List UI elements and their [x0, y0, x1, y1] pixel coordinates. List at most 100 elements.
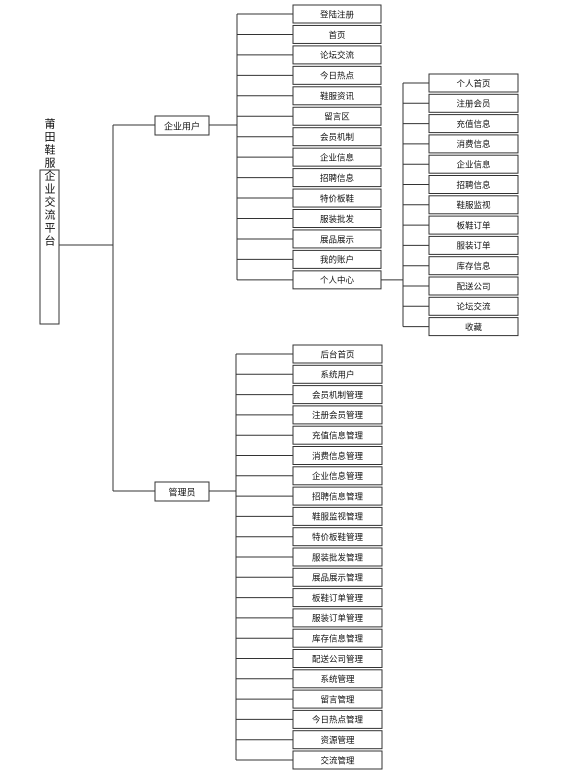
admin-item-label: 服装订单管理 — [312, 613, 364, 624]
admin-item-label: 企业信息管理 — [312, 471, 364, 482]
personal-center-item-node: 消费信息 — [428, 134, 519, 154]
enterprise-item-label: 登陆注册 — [320, 9, 355, 20]
root-label: 莆田鞋服企业交流平台 — [43, 118, 56, 248]
enterprise-item-box — [292, 270, 382, 290]
admin-item-node: 系统用户 — [292, 364, 383, 384]
personal-center-item-label: 充值信息 — [456, 119, 491, 130]
personal-center-item-box — [428, 256, 519, 276]
enterprise-item-node: 特价板鞋 — [292, 188, 382, 208]
enterprise-user-label: 企业用户 — [164, 121, 200, 133]
admin-item-box — [292, 689, 383, 709]
enterprise-item-node: 企业信息 — [292, 147, 382, 167]
enterprise-item-node: 留言区 — [292, 106, 382, 126]
admin-item-node: 注册会员管理 — [292, 405, 383, 425]
admin-item-box — [292, 669, 383, 689]
personal-center-item-label: 招聘信息 — [456, 180, 491, 191]
personal-center-item-label: 服装订单 — [456, 241, 491, 252]
admin-item-node: 系统管理 — [292, 669, 383, 689]
personal-center-item-label: 鞋服监视 — [456, 200, 491, 211]
admin-item-box — [292, 364, 383, 384]
personal-center-item-box — [428, 215, 519, 235]
personal-center-item-label: 配送公司 — [456, 281, 490, 292]
personal-center-item-box — [428, 114, 519, 134]
admin-item-box — [292, 628, 383, 648]
admin-item-box — [292, 527, 383, 547]
admin-item-box — [292, 425, 383, 445]
admin-item-node: 会员机制管理 — [292, 385, 383, 405]
personal-center-item-box — [428, 235, 519, 255]
enterprise-item-box — [292, 249, 382, 269]
admin-item-box — [292, 344, 383, 364]
admin-item-node: 库存信息管理 — [292, 628, 383, 648]
personal-center-item-label: 企业信息 — [456, 160, 491, 171]
admin-item-box — [292, 567, 383, 587]
enterprise-item-label: 企业信息 — [320, 152, 355, 163]
admin-item-label: 招聘信息管理 — [312, 491, 364, 502]
personal-center-item-box — [428, 73, 519, 93]
enterprise-item-label: 留言区 — [324, 112, 350, 123]
enterprise-item-node: 首页 — [292, 24, 382, 44]
admin-item-label: 鞋服监视管理 — [312, 512, 364, 523]
personal-center-item-node: 注册会员 — [428, 93, 519, 113]
admin-item-node: 展品展示管理 — [292, 567, 383, 587]
personal-center-item-label: 注册会员 — [456, 99, 490, 110]
personal-center-item-box — [428, 276, 519, 296]
enterprise-item-box — [292, 86, 382, 106]
personal-center-item-box — [428, 93, 519, 113]
enterprise-item-node: 会员机制 — [292, 127, 382, 147]
admin-item-label: 系统用户 — [320, 370, 354, 381]
personal-center-item-node: 库存信息 — [428, 256, 519, 276]
admin-item-node: 特价板鞋管理 — [292, 527, 383, 547]
admin-item-node: 板鞋订单管理 — [292, 588, 383, 608]
personal-center-item-label: 板鞋订单 — [456, 220, 491, 231]
admin-item-node: 交流管理 — [292, 750, 383, 770]
personal-center-item-label: 库存信息 — [456, 261, 491, 272]
enterprise-item-label: 服装批发 — [320, 214, 355, 225]
enterprise-item-node: 招聘信息 — [292, 168, 382, 188]
admin-item-node: 消费信息管理 — [292, 446, 383, 465]
admin-item-node: 企业信息管理 — [292, 466, 383, 486]
enterprise-item-box — [292, 168, 382, 188]
admin-items: 后台首页系统用户会员机制管理注册会员管理充值信息管理消费信息管理企业信息管理招聘… — [292, 344, 383, 770]
enterprise-item-label: 鞋服资讯 — [320, 91, 355, 102]
personal-center-item-box — [428, 154, 519, 174]
admin-item-label: 特价板鞋管理 — [312, 532, 364, 543]
enterprise-item-node: 论坛交流 — [292, 45, 382, 65]
personal-center-item-box — [428, 134, 519, 154]
admin-item-label: 注册会员管理 — [312, 410, 364, 421]
admin-item-box — [292, 385, 383, 405]
enterprise-item-label: 特价板鞋 — [320, 193, 355, 204]
enterprise-item-box — [292, 209, 382, 228]
enterprise-item-box — [292, 4, 382, 24]
admin-item-node: 后台首页 — [292, 344, 383, 364]
enterprise-item-label: 论坛交流 — [320, 50, 355, 61]
enterprise-item-label: 会员机制 — [320, 132, 354, 143]
personal-center-item-label: 消费信息 — [456, 139, 491, 150]
enterprise-item-box — [292, 65, 382, 85]
personal-center-item-box — [428, 175, 519, 194]
admin-item-label: 系统管理 — [320, 674, 355, 685]
personal-center-item-node: 招聘信息 — [428, 175, 519, 194]
enterprise-item-label: 今日热点 — [320, 71, 355, 82]
admin-item-node: 资源管理 — [292, 730, 383, 750]
personal-center-item-node: 收藏 — [428, 317, 519, 337]
admin-label: 管理员 — [168, 487, 195, 499]
admin-item-node: 配送公司管理 — [292, 649, 383, 668]
personal-center-item-label: 收藏 — [465, 322, 483, 333]
admin-item-node: 服装订单管理 — [292, 608, 383, 628]
enterprise-item-node: 登陆注册 — [292, 4, 382, 24]
personal-center-items: 个人首页注册会员充值信息消费信息企业信息招聘信息鞋服监视板鞋订单服装订单库存信息… — [428, 73, 519, 337]
admin-item-label: 充值信息管理 — [312, 431, 364, 442]
enterprise-item-node: 今日热点 — [292, 65, 382, 85]
admin-item-box — [292, 466, 383, 486]
enterprise-item-node: 鞋服资讯 — [292, 86, 382, 106]
admin-item-label: 配送公司管理 — [312, 654, 364, 665]
admin-item-label: 留言管理 — [320, 694, 355, 705]
admin-item-node: 鞋服监视管理 — [292, 506, 383, 526]
admin-item-node: 招聘信息管理 — [292, 486, 383, 506]
enterprise-item-box — [292, 188, 382, 208]
admin-item-label: 会员机制管理 — [312, 390, 364, 401]
admin-item-label: 今日热点管理 — [312, 715, 364, 726]
admin-item-label: 交流管理 — [320, 755, 355, 766]
